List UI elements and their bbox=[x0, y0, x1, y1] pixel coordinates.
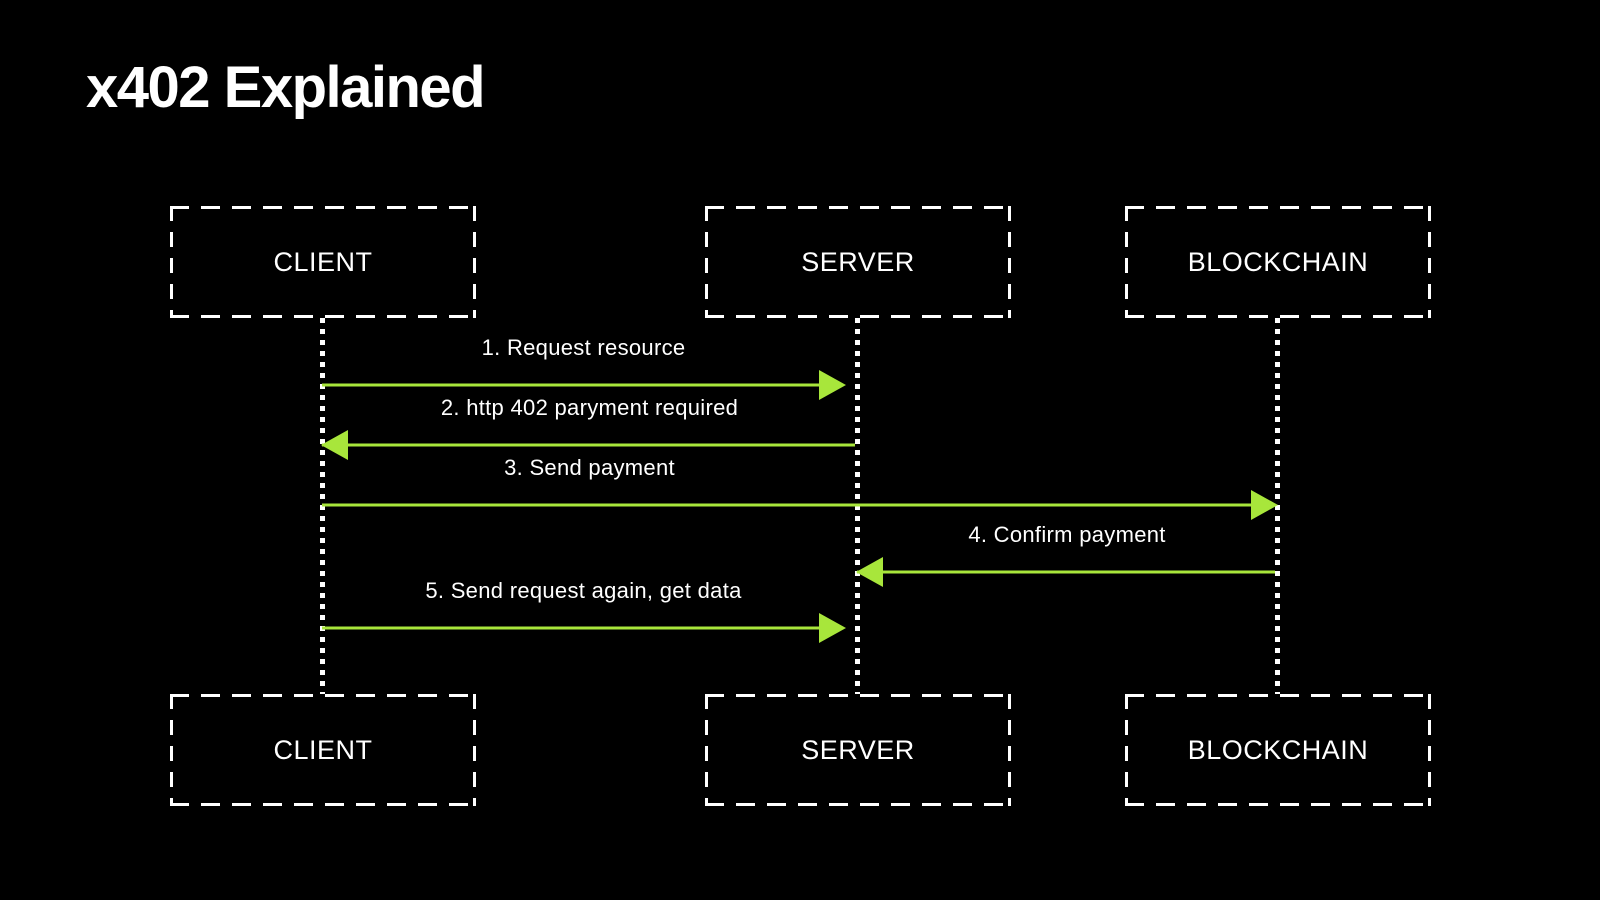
message-3: 3. Send payment bbox=[322, 454, 1278, 520]
page-title: x402 Explained bbox=[86, 55, 486, 120]
arrowhead-left-icon bbox=[856, 557, 883, 587]
message-2: 2. http 402 paryment required bbox=[321, 394, 857, 460]
message-4-arrow bbox=[856, 557, 1277, 587]
message-2-label: 2. http 402 paryment required bbox=[440, 395, 739, 420]
actor-label-client-top: CLIENT bbox=[273, 246, 373, 277]
arrow-line bbox=[322, 443, 855, 447]
actor-box-blockchain-top: BLOCKCHAIN bbox=[1125, 206, 1431, 318]
arrow-line bbox=[322, 383, 843, 387]
actor-box-server-bottom: SERVER bbox=[705, 694, 1011, 806]
arrowhead-right-icon bbox=[819, 370, 846, 400]
message-5: 5. Send request again, get data bbox=[322, 577, 846, 643]
message-1-label: 1. Request resource bbox=[481, 335, 686, 360]
message-4: 4. Confirm payment bbox=[856, 521, 1277, 587]
actor-label-server-bottom: SERVER bbox=[801, 734, 915, 765]
actor-label-client-bottom: CLIENT bbox=[273, 734, 373, 765]
arrow-line bbox=[322, 503, 1275, 507]
arrowhead-right-icon bbox=[1251, 490, 1278, 520]
message-3-arrow bbox=[322, 490, 1278, 520]
message-4-label: 4. Confirm payment bbox=[968, 522, 1166, 547]
actor-label-blockchain-bottom: BLOCKCHAIN bbox=[1187, 734, 1369, 765]
message-5-arrow bbox=[322, 613, 846, 643]
actor-label-server-top: SERVER bbox=[801, 246, 915, 277]
actor-label-blockchain-top: BLOCKCHAIN bbox=[1187, 246, 1369, 277]
arrow-line bbox=[857, 570, 1275, 574]
message-1-arrow bbox=[322, 370, 846, 400]
message-2-arrow bbox=[321, 430, 857, 460]
actor-box-blockchain-bottom: BLOCKCHAIN bbox=[1125, 694, 1431, 806]
arrowhead-left-icon bbox=[321, 430, 348, 460]
actor-box-client-bottom: CLIENT bbox=[170, 694, 476, 806]
message-1: 1. Request resource bbox=[322, 334, 846, 400]
actor-box-client-top: CLIENT bbox=[170, 206, 476, 318]
arrow-line bbox=[322, 626, 843, 630]
arrowhead-right-icon bbox=[819, 613, 846, 643]
message-3-label: 3. Send payment bbox=[504, 455, 675, 480]
message-5-label: 5. Send request again, get data bbox=[425, 578, 742, 603]
actor-box-server-top: SERVER bbox=[705, 206, 1011, 318]
